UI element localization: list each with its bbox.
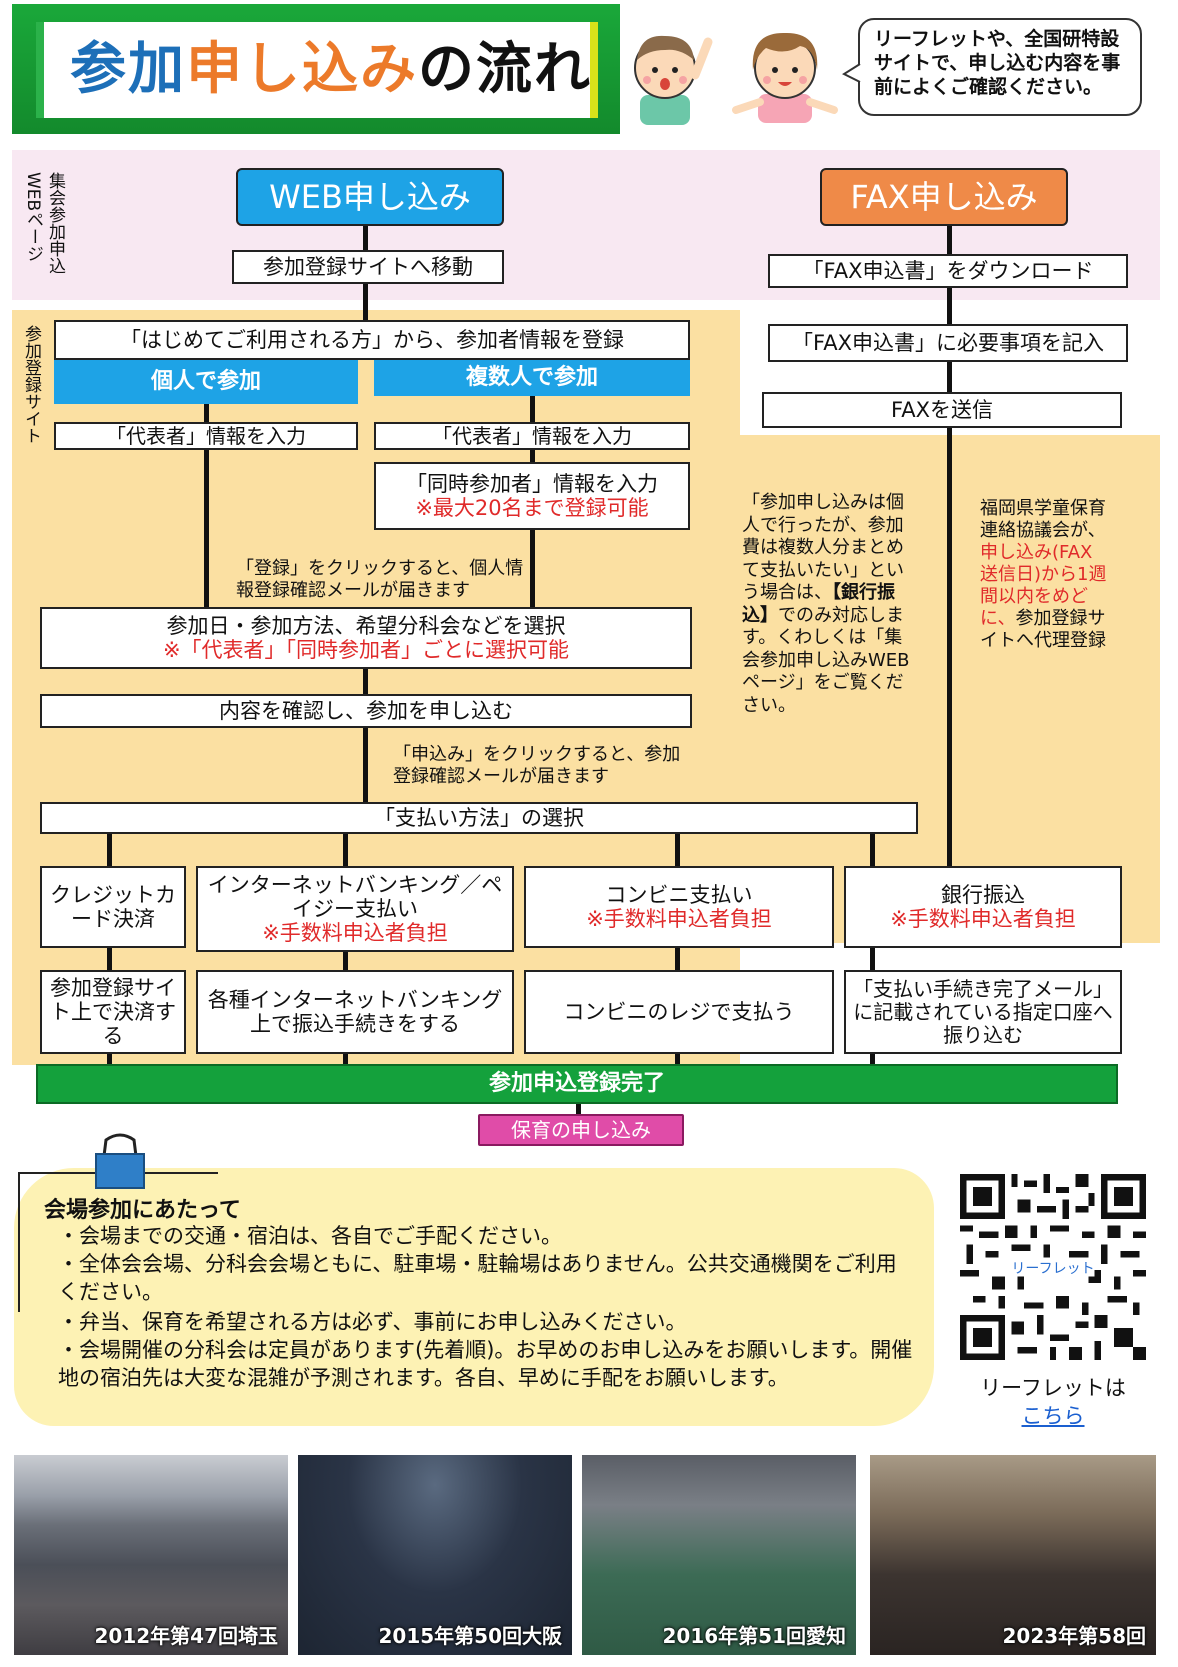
venue-note-1: ・会場までの交通・宿泊は、各自でご手配ください。 xyxy=(58,1224,562,1248)
venue-line-left xyxy=(18,1172,20,1312)
fax-send: FAXを送信 xyxy=(762,392,1122,428)
photo-caption: 2016年第51回愛知 xyxy=(662,1624,847,1648)
action-bank: 「支払い手続き完了メール」に記載されている指定口座へ振り込む xyxy=(844,970,1122,1054)
speech-tail xyxy=(842,63,861,83)
payment-conbini: コンビニ支払い ※手数料申込者負担 xyxy=(524,866,834,948)
group-header: 複数人で参加 xyxy=(374,360,690,396)
fax-header: FAX申し込み xyxy=(820,168,1068,226)
individual-header: 個人で参加 xyxy=(54,360,358,404)
action-credit: 参加登録サイト上で決済する xyxy=(40,970,186,1054)
venue-notes-title: 会場参加にあたって xyxy=(44,1198,241,1223)
note-register-email: 「登録」をクリックすると、個人情報登録確認メールが届きます xyxy=(236,558,524,601)
connector xyxy=(343,832,348,1090)
step-payment-method: 「支払い方法」の選択 xyxy=(40,802,918,834)
step-register: 「はじめてご利用される方」から、参加者情報を登録 xyxy=(54,320,690,360)
connector xyxy=(107,832,112,1090)
venue-note-3: ・弁当、保育を希望される方は必ず、事前にお申し込みください。 xyxy=(58,1310,687,1334)
photo-2016-aichi: 2016年第51回愛知 xyxy=(582,1455,856,1655)
venue-notes-panel xyxy=(14,1168,934,1426)
companion-input: 「同時参加者」情報を入力 ※最大20名まで登録可能 xyxy=(374,462,690,530)
girl-illustration xyxy=(732,32,838,123)
boy-illustration xyxy=(634,35,713,125)
payment-netbank: インターネットバンキング／ペイジー支払い ※手数料申込者負担 xyxy=(196,866,514,952)
leaflet-link[interactable]: こちら xyxy=(1021,1404,1085,1428)
fax-proxy-note: 福岡県学童保育連絡協議会が、申し込み(FAX送信日)から1週間以内をめどに、参加… xyxy=(980,498,1107,651)
connector xyxy=(363,665,368,825)
venue-note-4: ・会場開催の分科会は定員があります(先着順)。お早めのお申し込みをお願いします。… xyxy=(58,1338,913,1390)
rep-input-individual: 「代表者」情報を入力 xyxy=(54,422,358,450)
photo-caption: 2012年第47回埼玉 xyxy=(94,1624,279,1648)
page-title: 参加申し込みの流れ xyxy=(70,37,592,102)
step-select: 参加日・参加方法、希望分科会などを選択 ※「代表者」「同時参加者」ごとに選択可能 xyxy=(40,607,692,669)
connector xyxy=(675,832,680,1090)
childcare-application: 保育の申し込み xyxy=(478,1114,684,1146)
bank-transfer-note: 「参加申し込みは個人で行ったが、参加費は複数人分まとめて支払いたい」という場合は… xyxy=(742,492,910,716)
connector xyxy=(204,400,209,608)
web-header: WEB申し込み xyxy=(236,168,504,226)
qr-code[interactable] xyxy=(960,1174,1146,1360)
action-conbini: コンビニのレジで支払う xyxy=(524,970,834,1054)
connector xyxy=(870,832,875,1090)
title-banner-inner xyxy=(36,22,598,118)
connector xyxy=(576,1095,581,1115)
connector xyxy=(947,220,952,870)
action-netbank: 各種インターネットバンキング上で振込手続きをする xyxy=(196,970,514,1054)
side-label-reg-site: 参加登録サイト xyxy=(21,325,41,444)
binder-clip-icon xyxy=(95,1133,145,1189)
payment-credit: クレジットカード決済 xyxy=(40,866,186,948)
speech-bubble: リーフレットや、全国研特設サイトで、申し込む内容を事前によくご確認ください。 xyxy=(858,18,1142,116)
fax-fill: 「FAX申込書」に必要事項を記入 xyxy=(768,324,1128,362)
rep-input-group: 「代表者」情報を入力 xyxy=(374,422,690,450)
note-apply-email: 「申込み」をクリックすると、参加登録確認メールが届きます xyxy=(393,744,681,787)
speech-text: リーフレットや、全国研特設サイトで、申し込む内容を事前によくご確認ください。 xyxy=(874,28,1121,98)
side-label-web-page: 集会参加申込WEBページ xyxy=(23,172,65,274)
fax-download: 「FAX申込書」をダウンロード xyxy=(768,254,1128,288)
step-move-site: 参加登録サイトへ移動 xyxy=(232,250,504,284)
qr-caption: リーフレットは xyxy=(980,1376,1126,1400)
qr-center-label: リーフレット xyxy=(1011,1261,1095,1277)
payment-bank: 銀行振込 ※手数料申込者負担 xyxy=(844,866,1122,948)
photo-2015-osaka: 2015年第50回大阪 xyxy=(298,1455,572,1655)
photo-2012-saitama: 2012年第47回埼玉 xyxy=(14,1455,288,1655)
registration-complete: 参加申込登録完了 xyxy=(36,1064,1118,1104)
venue-note-2: ・全体会会場、分科会会場ともに、駐車場・駐輪場はありません。公共交通機関をご利用… xyxy=(58,1252,897,1304)
photo-2023: 2023年第58回 xyxy=(870,1455,1156,1655)
photo-caption: 2023年第58回 xyxy=(1002,1624,1147,1648)
step-confirm: 内容を確認し、参加を申し込む xyxy=(40,694,692,728)
photo-caption: 2015年第50回大阪 xyxy=(378,1624,563,1648)
